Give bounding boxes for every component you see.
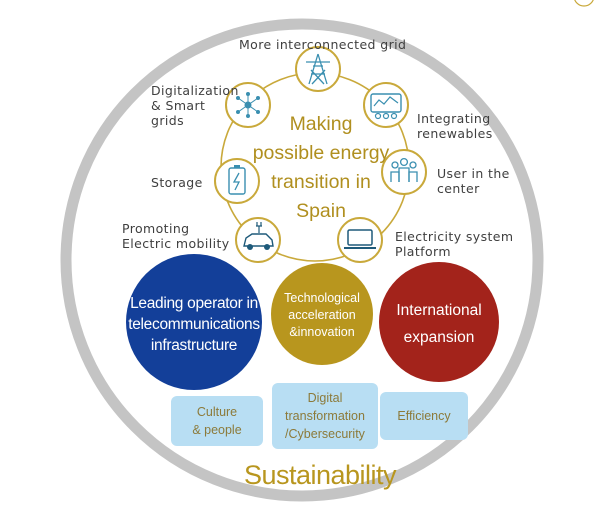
- pillar-international-circle: [379, 262, 499, 382]
- outer-sustainability-ring: [60, 18, 544, 502]
- laptop-icon: [337, 217, 383, 263]
- enabler-digital-transformation: Digital transformation /Cybersecurity: [272, 383, 378, 449]
- people-group-icon: [381, 149, 427, 195]
- battery-icon: [214, 158, 260, 204]
- enabler-culture-people: Culture & people: [171, 396, 263, 446]
- label-electricity-platform: Electricity system Platform: [395, 229, 514, 259]
- pillar-tech-text: Technological acceleration &innovation: [284, 291, 360, 339]
- center-title: Making possible energy transition in Spa…: [252, 113, 390, 222]
- pillar-telecom-circle: [126, 254, 262, 390]
- label-digitalization: Digitalization & Smart grids: [151, 83, 239, 128]
- sustainability-title: Sustainability: [243, 460, 397, 490]
- label-electric-mobility: Promoting Electric mobility: [122, 221, 230, 251]
- label-more-interconnected-grid: More interconnected grid: [239, 37, 407, 52]
- label-integrating-renewables: Integrating renewables: [417, 111, 493, 141]
- pillar-international-text: International expansion: [396, 302, 482, 346]
- corner-circle-decoration: [574, 0, 594, 7]
- electric-car-icon: [235, 217, 281, 263]
- network-hub-icon: [225, 82, 271, 128]
- label-storage: Storage: [151, 175, 203, 190]
- transmission-tower-icon: [295, 46, 341, 92]
- pillar-tech-circle: [271, 263, 373, 365]
- monitor-dashboard-icon: [363, 82, 409, 128]
- enabler-efficiency: Efficiency: [380, 392, 468, 440]
- pillar-telecom-text: Leading operator in telecommunications i…: [128, 295, 260, 354]
- label-user-in-center: User in the center: [437, 166, 510, 196]
